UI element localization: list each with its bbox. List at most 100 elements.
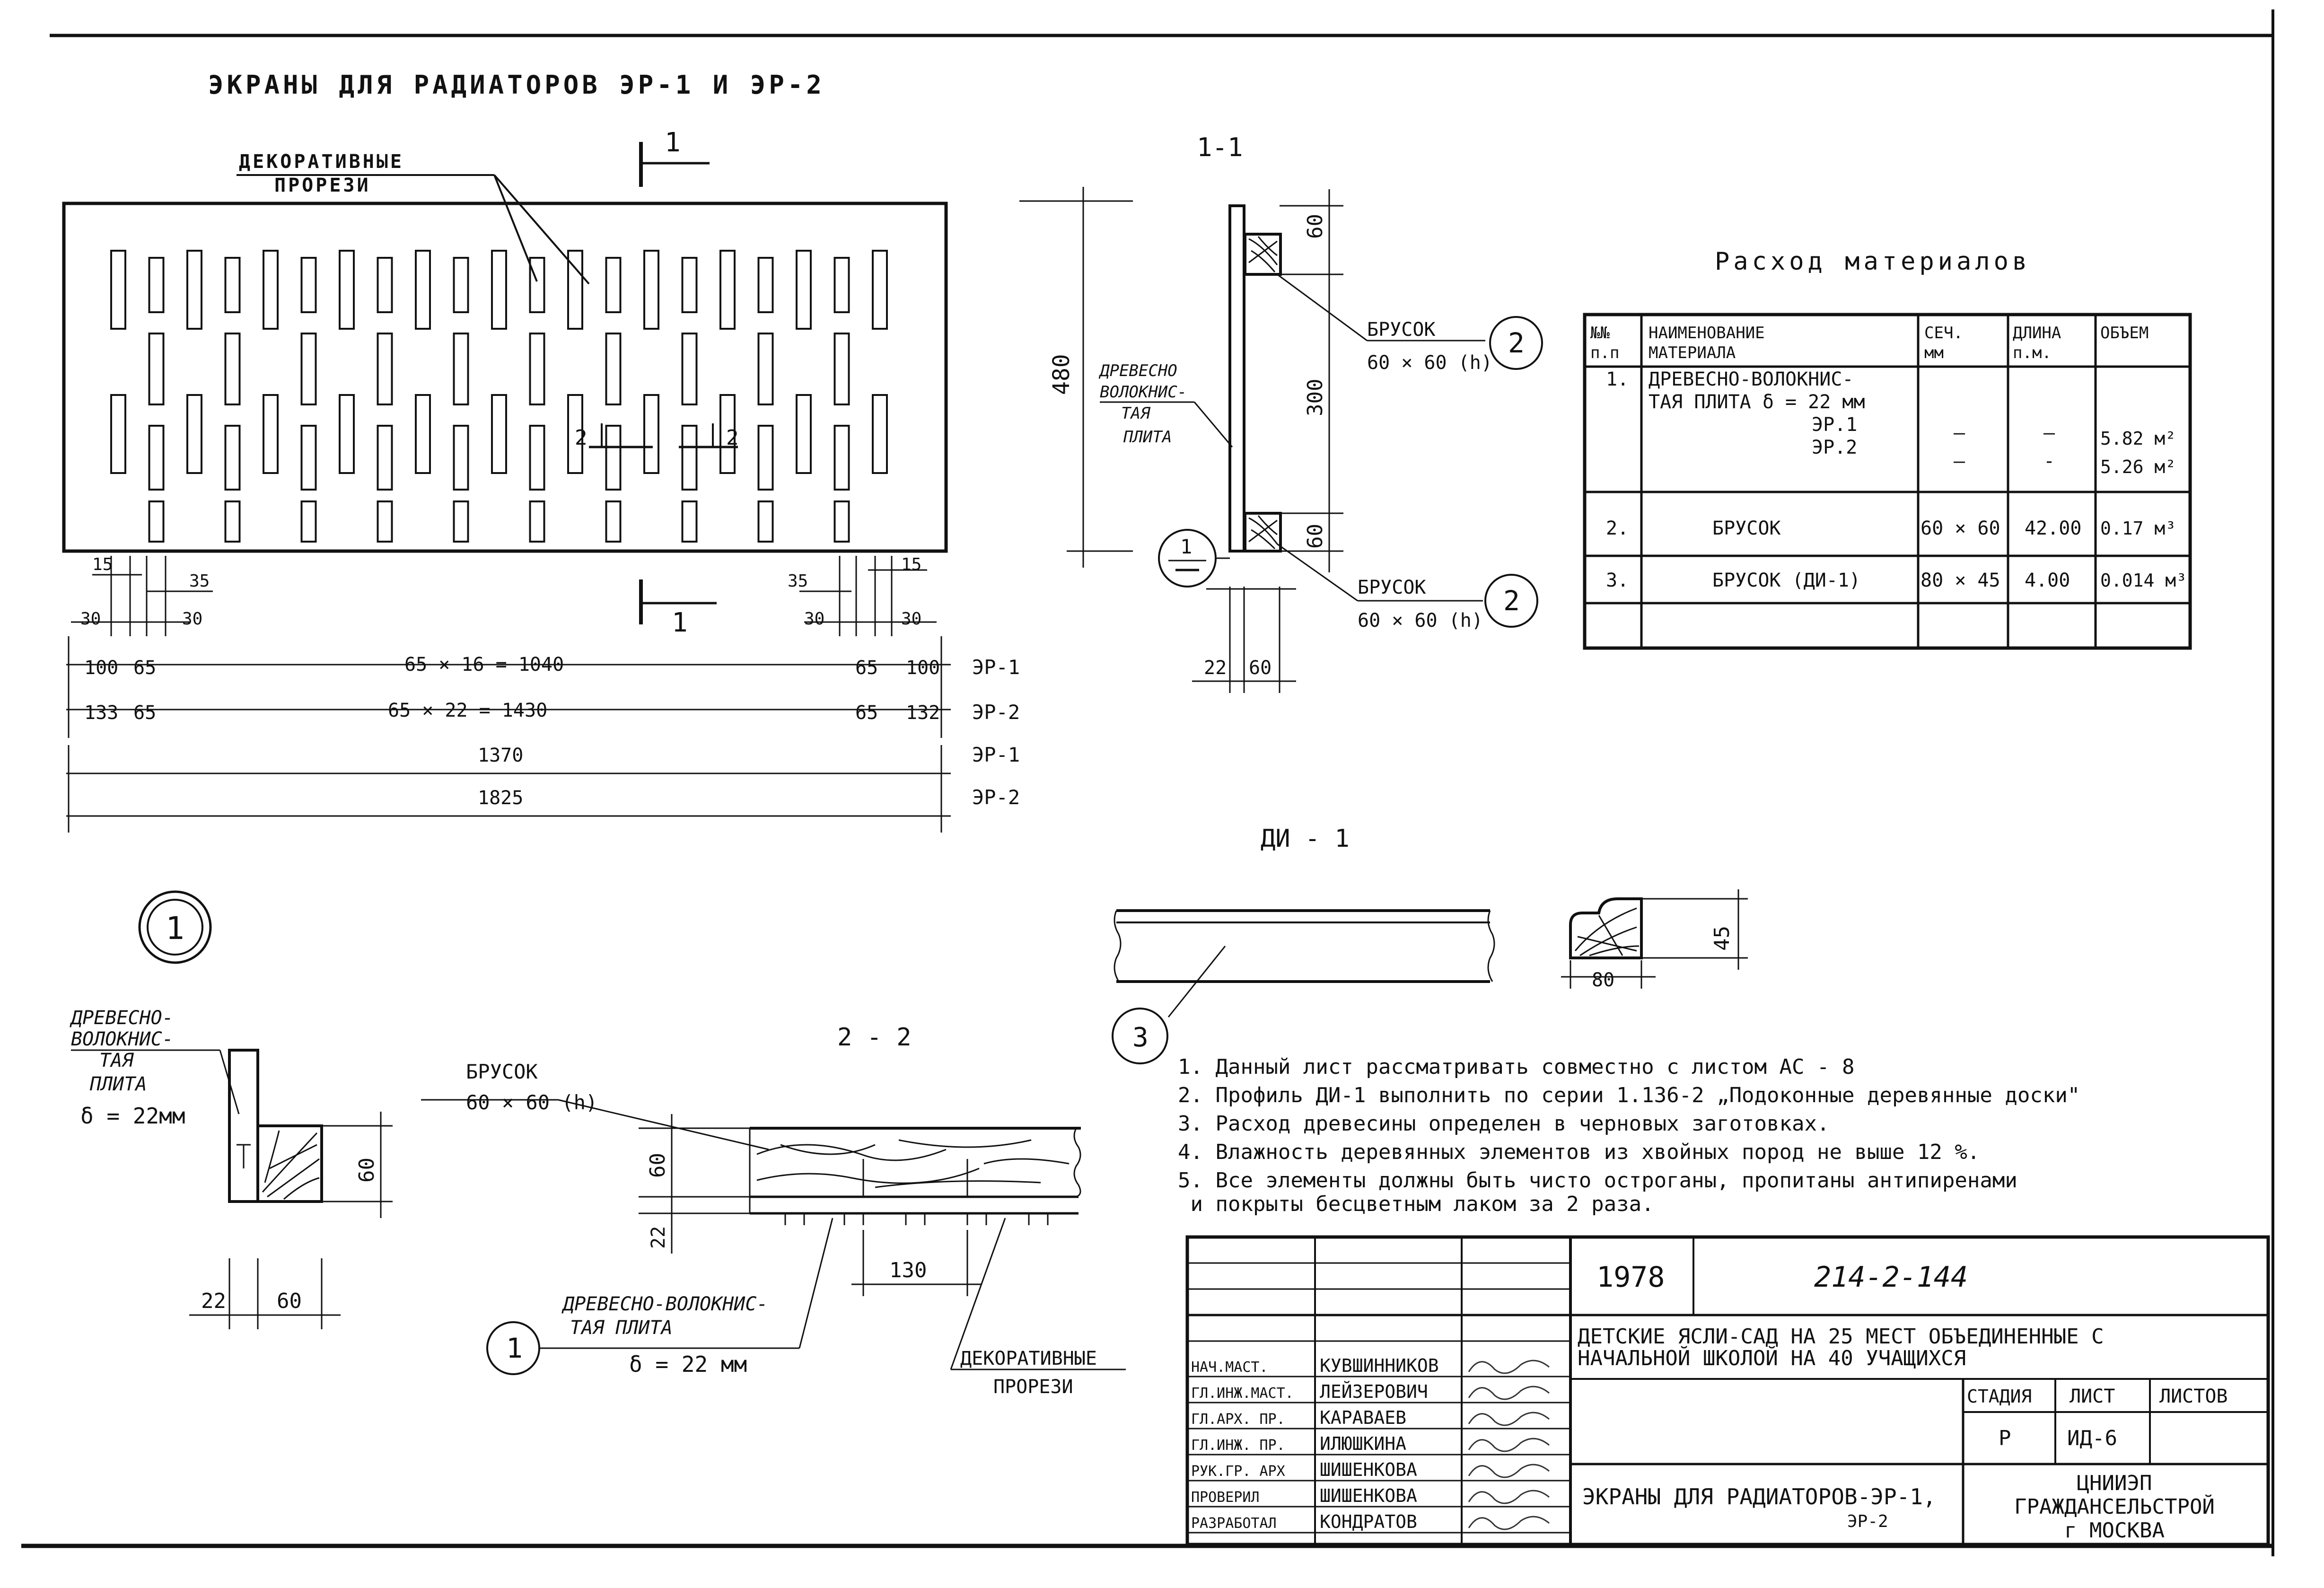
svg-text:ЭР-2: ЭР-2 — [972, 786, 1020, 809]
tb-sheet: ИД-6 — [2067, 1426, 2117, 1450]
tb-year: 1978 — [1596, 1261, 1665, 1294]
decorative-slot — [757, 500, 774, 543]
svg-text:ЭР-1: ЭР-1 — [972, 656, 1020, 679]
svg-text:2 - 2: 2 - 2 — [837, 1023, 912, 1052]
tb-name: ЛЕЙЗЕРОВИЧ — [1320, 1381, 1428, 1402]
svg-text:60 × 60 (h): 60 × 60 (h) — [466, 1091, 597, 1114]
decorative-slot — [148, 425, 165, 491]
tb-role: РУК.ГР. АРХ — [1191, 1463, 1285, 1480]
note-5: 5. Все элементы должны быть чисто острог… — [1178, 1168, 2017, 1216]
svg-text:1825: 1825 — [478, 787, 523, 809]
signature — [1468, 1490, 1550, 1504]
decorative-slot — [757, 333, 774, 405]
table-cell-name: БРУСОК — [1712, 518, 1781, 539]
decorative-slot — [872, 250, 888, 330]
tb-name: ШИШЕНКОВА — [1320, 1459, 1417, 1480]
table-cell-length: — — [2043, 422, 2055, 444]
decorative-slot — [377, 425, 393, 491]
tb-role: РАЗРАБОТАЛ — [1191, 1515, 1277, 1532]
svg-text:ДИ - 1: ДИ - 1 — [1261, 825, 1350, 853]
decorative-slot — [377, 333, 393, 405]
svg-text:30: 30 — [80, 609, 101, 629]
tb-role: ПРОВЕРИЛ — [1191, 1489, 1260, 1506]
svg-text:ТАЯ: ТАЯ — [99, 1050, 134, 1071]
signature — [1468, 1464, 1550, 1478]
svg-text:БРУСОК: БРУСОК — [1367, 319, 1436, 341]
decorative-slot — [529, 425, 545, 491]
section-2-2: 2 - 2 60 22 130 — [421, 1023, 1126, 1398]
decorative-slot — [300, 333, 317, 405]
table-cell-length: 42.00 — [2025, 518, 2081, 539]
tb-name: КУВШИННИКОВ — [1320, 1355, 1439, 1376]
decorative-slot — [529, 257, 545, 313]
svg-text:δ = 22 мм: δ = 22 мм — [629, 1351, 747, 1377]
decorative-slot — [796, 394, 812, 474]
svg-text:60 × 60 (h): 60 × 60 (h) — [1367, 352, 1492, 374]
table-cell-section: 80 × 45 — [1921, 570, 2000, 591]
decorative-slot — [263, 250, 279, 330]
decorative-slot — [757, 425, 774, 491]
tb-name: КОНДРАТОВ — [1320, 1511, 1417, 1532]
section-1-1: 1-1 480 60 300 60 ДРЕВЕСНО ВОЛОКНИС- ТАЯ… — [1019, 132, 1543, 693]
decorative-slot — [681, 333, 698, 405]
decorative-slot — [224, 333, 241, 405]
svg-text:ДРЕВЕСНО-ВОЛОКНИС-: ДРЕВЕСНО-ВОЛОКНИС- — [561, 1293, 768, 1315]
svg-text:60: 60 — [1249, 657, 1272, 679]
title-block-roles: НАЧ.МАСТ.КУВШИННИКОВГЛ.ИНЖ.МАСТ.ЛЕЙЗЕРОВ… — [1187, 1355, 1570, 1534]
signature — [1468, 1516, 1550, 1530]
svg-text:22: 22 — [201, 1289, 226, 1313]
table-header-cell: п.м. — [2013, 343, 2052, 362]
tb-stage-h: СТАДИЯ — [1967, 1386, 2032, 1407]
table-header-cell: п.п — [1590, 343, 1619, 362]
decorative-slot — [872, 394, 888, 474]
height-dim: 480 — [1048, 354, 1075, 395]
svg-text:65: 65 — [133, 702, 156, 724]
table-cell-name: ЭР.1 — [1812, 414, 1857, 436]
slots-callout-label-1: ДЕКОРАТИВНЫЕ — [239, 151, 404, 173]
section-1-marker-bottom: 1 — [639, 579, 717, 638]
tb-name: ШИШЕНКОВА — [1320, 1485, 1417, 1506]
table-cell-no: 1. — [1606, 368, 1629, 390]
decorative-slot — [453, 333, 469, 405]
svg-text:1: 1 — [1180, 535, 1192, 558]
table-cell-volume: 0.014 м³ — [2100, 570, 2187, 591]
svg-text:300: 300 — [1303, 379, 1327, 416]
tb-role: ГЛ.ИНЖ.МАСТ. — [1191, 1385, 1294, 1402]
decorative-slot — [339, 250, 355, 330]
title-block: НАЧ.МАСТ.КУВШИННИКОВГЛ.ИНЖ.МАСТ.ЛЕЙЗЕРОВ… — [1185, 1235, 2270, 1546]
table-header-cell: мм — [1924, 343, 1944, 362]
board-label-l4: ПЛИТА — [1123, 428, 1172, 447]
table-cell-name: ТАЯ ПЛИТА δ = 22 мм — [1649, 391, 1865, 413]
table-cell-length: - — [2043, 450, 2055, 472]
svg-text:1: 1 — [672, 607, 688, 638]
decorative-slot — [186, 250, 202, 330]
svg-text:3: 3 — [1132, 1022, 1149, 1053]
decorative-slot — [643, 394, 659, 474]
svg-text:65: 65 — [133, 657, 156, 679]
table-cell-name: БРУСОК (ДИ-1) — [1712, 570, 1860, 591]
svg-text:30: 30 — [182, 609, 202, 629]
decorative-slot — [339, 394, 355, 474]
table-header-cell: ОБЪЕМ — [2100, 324, 2149, 342]
tb-role: ГЛ.ИНЖ. ПР. — [1191, 1437, 1285, 1454]
svg-text:ЭР-2: ЭР-2 — [972, 701, 1020, 724]
table-cell-section: 60 × 60 — [1921, 518, 2000, 539]
tb-sheet-h: ЛИСТ — [2070, 1386, 2115, 1407]
decorative-slot — [224, 425, 241, 491]
decorative-slot — [300, 425, 317, 491]
signature — [1468, 1360, 1550, 1374]
materials-title: Расход материалов — [1715, 247, 2031, 276]
materials-cells: №№п.пНАИМЕНОВАНИЕМАТЕРИАЛАСЕЧ.ммДЛИНАп.м… — [1590, 324, 2187, 591]
decorative-slot — [719, 394, 736, 474]
decorative-slot — [110, 250, 126, 330]
decorative-slot — [833, 333, 850, 405]
svg-text:45: 45 — [1710, 926, 1734, 951]
svg-text:30: 30 — [804, 609, 824, 629]
decorative-slot — [300, 257, 317, 313]
section-2-marker-left: 2 — [575, 423, 653, 450]
svg-text:1: 1 — [665, 127, 681, 158]
tb-name: КАРАВАЕВ — [1320, 1407, 1406, 1428]
decorative-slot — [491, 394, 507, 474]
svg-text:1: 1 — [506, 1332, 523, 1364]
